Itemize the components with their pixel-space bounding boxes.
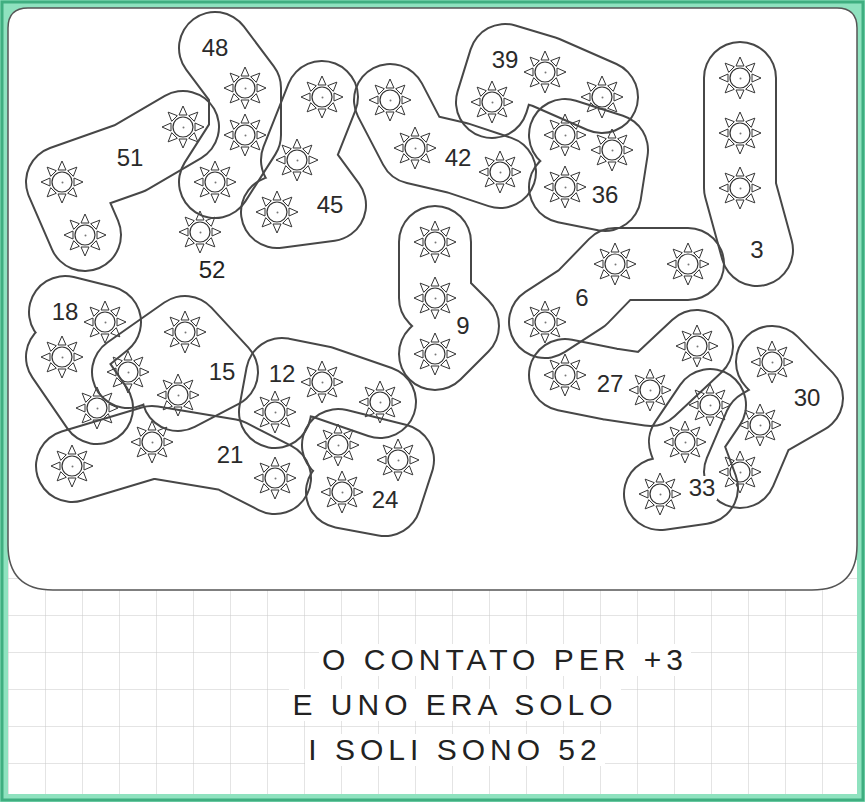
loop-line [62, 312, 105, 408]
handwritten-note: O CONTATO PER +3 [319, 644, 691, 676]
count-number: 18 [50, 300, 81, 324]
count-number: 9 [454, 314, 471, 338]
count-number: 12 [267, 362, 298, 386]
loop-line [390, 100, 500, 172]
counting-loop: 42 [350, 60, 540, 212]
loop-line [740, 362, 807, 472]
count-number: 21 [215, 443, 246, 467]
loop-outline [22, 87, 223, 275]
loop-line [62, 127, 183, 235]
count-number: 52 [196, 257, 229, 282]
counting-loop: 9 [395, 202, 503, 394]
loop-line [215, 48, 245, 182]
count-number: 30 [792, 386, 823, 410]
count-number: 42 [443, 146, 474, 170]
loop-line [565, 346, 697, 390]
loop-outline [620, 365, 750, 534]
count-number: 39 [490, 48, 521, 72]
loop-outline [452, 20, 642, 142]
count-number: 3 [748, 238, 765, 262]
counting-loop: 24 [298, 405, 438, 540]
suns [41, 51, 793, 515]
loop-outline [395, 202, 503, 394]
count-number: 24 [370, 488, 401, 512]
handwritten-note: I SOLI SONO 52 [305, 734, 604, 766]
handwritten-note: E UNO ERA SOLO [289, 689, 620, 721]
count-number: 15 [207, 360, 238, 384]
count-number: 48 [200, 36, 231, 60]
counting-loop: 33 [620, 365, 750, 534]
count-number: 6 [573, 286, 590, 310]
loop-line [740, 78, 757, 250]
loop-outline [32, 402, 315, 518]
counting-loop: 51 [22, 87, 223, 275]
label-holder: I SOLI SONO 52 [0, 0, 865, 32]
loop-outline [350, 60, 540, 212]
count-number: 27 [595, 372, 626, 396]
loop-line [545, 264, 688, 322]
grid-lines [8, 560, 857, 794]
drawing-panel [8, 8, 857, 590]
loop-line [72, 442, 275, 478]
count-number: 45 [315, 193, 346, 217]
counting-loop: 39 [452, 20, 642, 142]
count-number: 33 [687, 476, 718, 500]
label-holder: O CONTATO PER +3 [0, 0, 865, 32]
counting-loop: 21 [32, 402, 315, 518]
count-number: 51 [115, 146, 146, 170]
label-holder: E UNO ERA SOLO [0, 0, 865, 32]
grid-paper [8, 560, 857, 794]
count-number: 36 [590, 183, 621, 207]
loop-outline [298, 405, 438, 540]
label-holder: 52 [0, 0, 865, 25]
